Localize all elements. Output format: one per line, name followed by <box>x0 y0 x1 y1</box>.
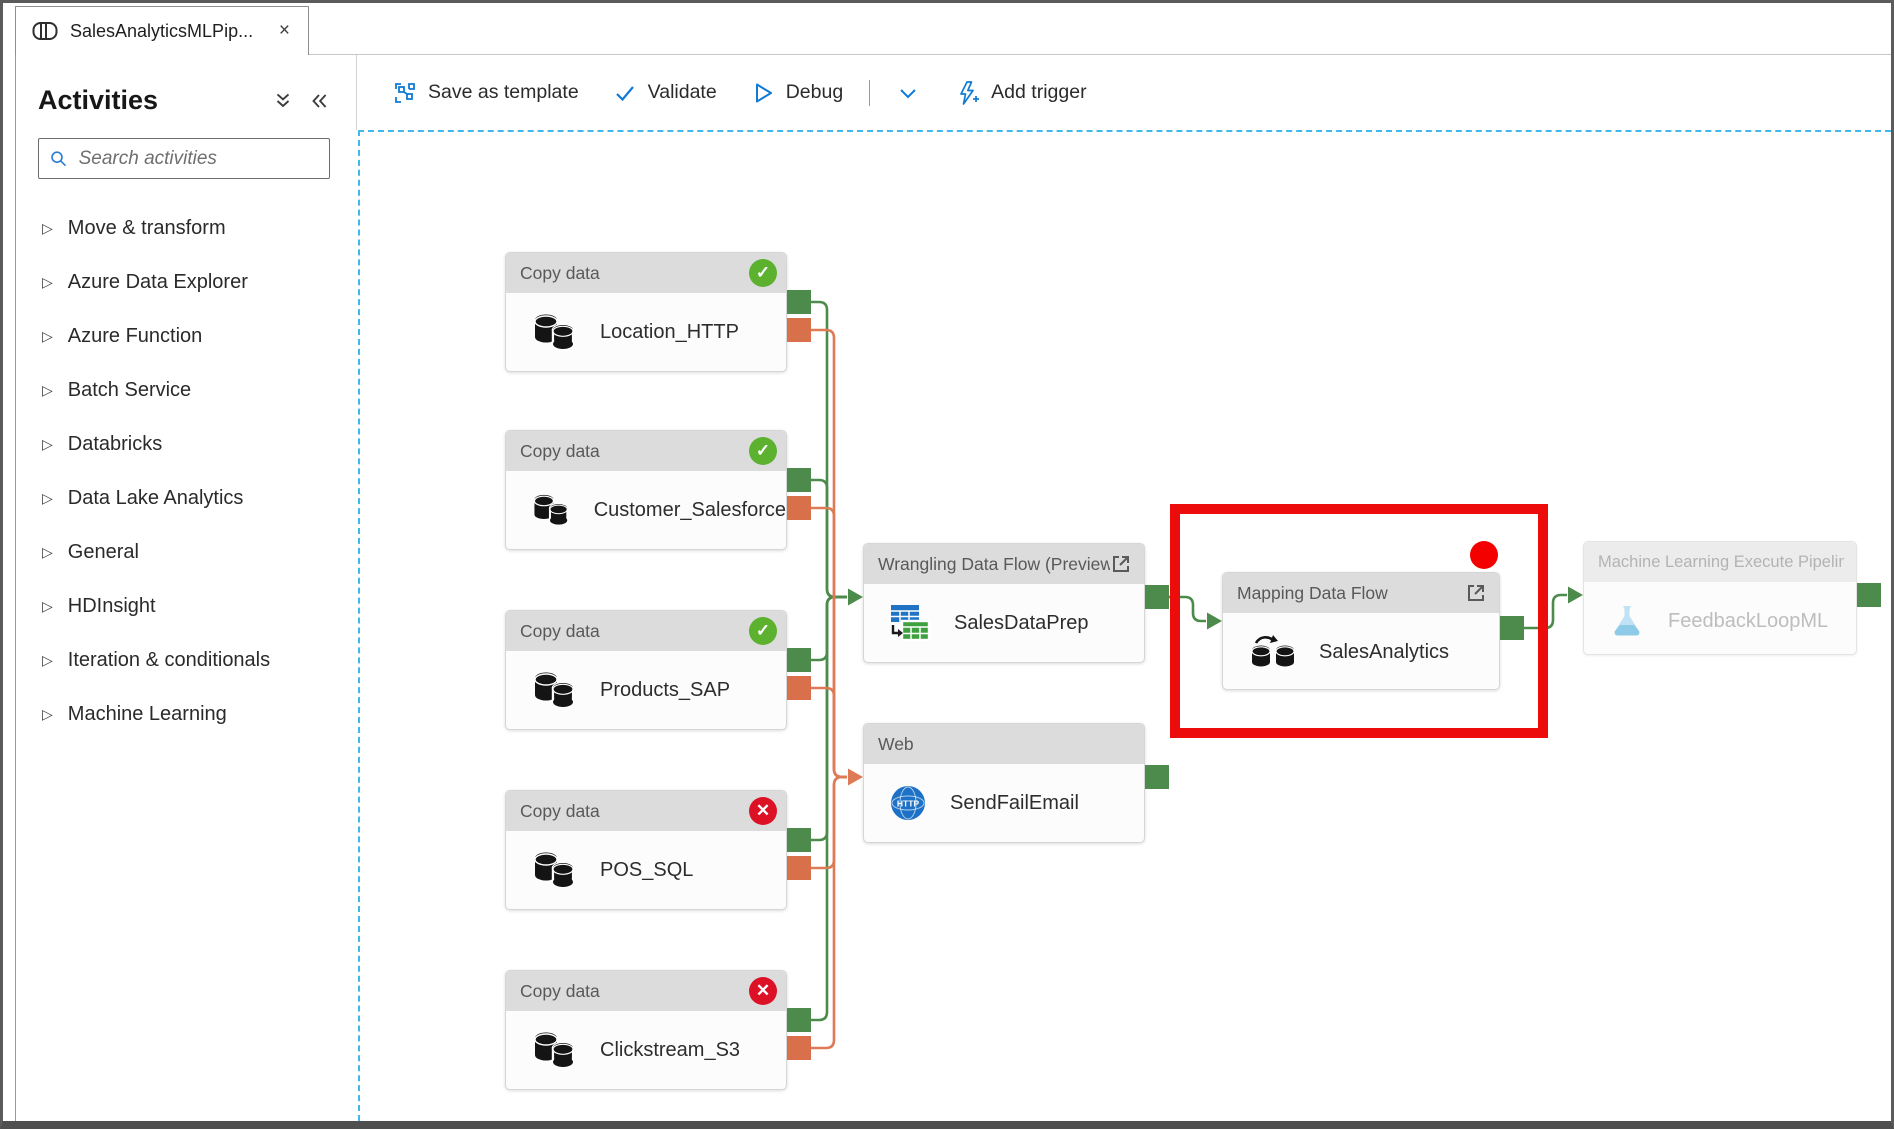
node-type-label: Wrangling Data Flow (Preview <box>878 553 1110 574</box>
play-icon <box>755 83 772 102</box>
node-type-label: Mapping Data Flow <box>1237 582 1388 603</box>
sidebar-item-iteration-conditionals[interactable]: ▷ Iteration & conditionals <box>42 648 271 671</box>
chevron-right-icon: ▷ <box>42 598 53 614</box>
save-as-template-button[interactable]: Save as template <box>393 81 579 105</box>
toolbar-divider <box>869 79 871 106</box>
sidebar-item-azure-data-explorer[interactable]: ▷ Azure Data Explorer <box>42 270 248 293</box>
azure-ml-flask-icon <box>1614 606 1640 636</box>
expand-all-icon[interactable] <box>272 90 294 112</box>
chevron-right-icon: ▷ <box>42 706 53 722</box>
tabstrip-divider <box>308 54 1891 55</box>
template-icon <box>395 82 415 103</box>
pipeline-toolbar: Save as template Validate Debug Add trig… <box>357 55 1891 130</box>
search-input[interactable] <box>78 147 319 170</box>
node-type-label: Copy data <box>520 440 600 461</box>
sidebar-item-hdinsight[interactable]: ▷ HDInsight <box>42 594 156 617</box>
sidebar-item-machine-learning[interactable]: ▷ Machine Learning <box>42 702 227 725</box>
open-in-new-icon[interactable] <box>1465 582 1487 604</box>
chevron-right-icon: ▷ <box>42 274 53 290</box>
node-feedbackloopml[interactable]: Machine Learning Execute Pipeline Feedba… <box>1583 541 1857 655</box>
add-trigger-button[interactable]: Add trigger <box>954 80 1087 106</box>
chevron-down-icon[interactable] <box>896 81 920 105</box>
sidebar-item-azure-function[interactable]: ▷ Azure Function <box>42 324 203 347</box>
activity-name: SalesDataPrep <box>954 611 1089 634</box>
activity-name: SalesAnalytics <box>1319 640 1450 663</box>
sidebar-item-databricks[interactable]: ▷ Databricks <box>42 432 163 455</box>
activity-name: POS_SQL <box>600 858 694 881</box>
pipeline-icon <box>32 22 58 40</box>
panel-left-border <box>15 6 16 1121</box>
copy-data-icon <box>534 314 575 351</box>
success-badge-icon: ✓ <box>749 259 777 287</box>
input-arrow-ml <box>1568 586 1583 604</box>
sidebar-item-general[interactable]: ▷ General <box>42 540 139 563</box>
node-products-sap[interactable]: Copy data ✓ Products_SAP <box>505 610 787 730</box>
mapping-dataflow-icon <box>1251 635 1295 667</box>
input-arrow-web <box>848 768 863 786</box>
node-salesdataprep[interactable]: Wrangling Data Flow (Preview <box>863 543 1145 663</box>
chevron-right-icon: ▷ <box>42 490 53 506</box>
http-globe-icon: HTTP <box>891 786 925 820</box>
node-type-label: Copy data <box>520 980 600 1001</box>
svg-text:HTTP: HTTP <box>897 799 920 809</box>
node-type-label: Copy data <box>520 620 600 641</box>
input-arrow-mapping <box>1207 612 1222 630</box>
tab-title: SalesAnalyticsMLPip... <box>70 20 254 41</box>
sidebar-item-batch-service[interactable]: ▷ Batch Service <box>42 378 192 401</box>
activity-name: Location_HTTP <box>600 320 739 343</box>
chevron-right-icon: ▷ <box>42 328 53 344</box>
success-badge-icon: ✓ <box>749 437 777 465</box>
search-icon <box>51 150 67 166</box>
sidebar-item-move-transform[interactable]: ▷ Move & transform <box>42 216 226 239</box>
pipeline-canvas[interactable]: Copy data ✓ Location_HTTP Copy data ✓ Cu… <box>358 130 1891 1121</box>
node-type-label: Copy data <box>520 262 600 283</box>
search-activities-box[interactable] <box>38 138 330 179</box>
copy-data-icon <box>534 672 575 709</box>
chevron-right-icon: ▷ <box>42 382 53 398</box>
chevron-right-icon: ▷ <box>42 436 53 452</box>
node-clickstream-s3[interactable]: Copy data ✕ Clickstream_S3 <box>505 970 787 1090</box>
input-arrow-wrangling <box>848 588 863 606</box>
activities-sidebar: Activities ▷ Move & transform ▷ Azure Da… <box>16 55 356 1121</box>
sidebar-toolbar-divider <box>356 55 357 130</box>
copy-data-icon <box>533 494 569 526</box>
collapse-panel-icon[interactable] <box>308 90 330 112</box>
node-pos-sql[interactable]: Copy data ✕ POS_SQL <box>505 790 787 910</box>
debug-button[interactable]: Debug <box>751 81 843 105</box>
node-type-label: Copy data <box>520 800 600 821</box>
chevron-right-icon: ▷ <box>42 220 53 236</box>
activity-name: Clickstream_S3 <box>600 1038 741 1061</box>
node-location-http[interactable]: Copy data ✓ Location_HTTP <box>505 252 787 372</box>
activity-name: SendFailEmail <box>950 791 1079 814</box>
pipeline-tab[interactable]: SalesAnalyticsMLPip... × <box>15 6 309 55</box>
validate-button[interactable]: Validate <box>613 81 717 105</box>
node-sendfailemail[interactable]: Web HTTP SendFailEmail <box>863 723 1145 843</box>
success-badge-icon: ✓ <box>749 617 777 645</box>
node-salesanalytics[interactable]: Mapping Data Flow SalesAnalytics <box>1222 572 1500 690</box>
checkmark-icon <box>615 85 634 101</box>
node-type-label: Web <box>878 733 914 754</box>
chevron-right-icon: ▷ <box>42 544 53 560</box>
sidebar-title: Activities <box>38 85 159 115</box>
activity-name: Customer_Salesforce <box>593 498 786 521</box>
node-type-label: Machine Learning Execute Pipeline <box>1598 552 1844 571</box>
tab-close-icon[interactable]: × <box>278 20 290 41</box>
error-badge-icon: ✕ <box>749 797 777 825</box>
sidebar-item-data-lake-analytics[interactable]: ▷ Data Lake Analytics <box>42 486 244 509</box>
chevron-right-icon: ▷ <box>42 652 53 668</box>
copy-data-icon <box>534 852 575 889</box>
activity-name: Products_SAP <box>600 678 731 701</box>
activity-name: FeedbackLoopML <box>1668 609 1829 632</box>
node-customer-salesforce[interactable]: Copy data ✓ Customer_Salesforce <box>505 430 787 550</box>
open-in-new-icon[interactable] <box>1110 553 1132 575</box>
wrangling-dataflow-icon <box>891 605 931 642</box>
breakpoint-dot-icon <box>1470 541 1498 569</box>
lightning-plus-icon <box>960 80 980 105</box>
activity-category-list: ▷ Move & transform ▷ Azure Data Explorer… <box>16 201 356 741</box>
copy-data-icon <box>534 1032 575 1069</box>
error-badge-icon: ✕ <box>749 977 777 1005</box>
